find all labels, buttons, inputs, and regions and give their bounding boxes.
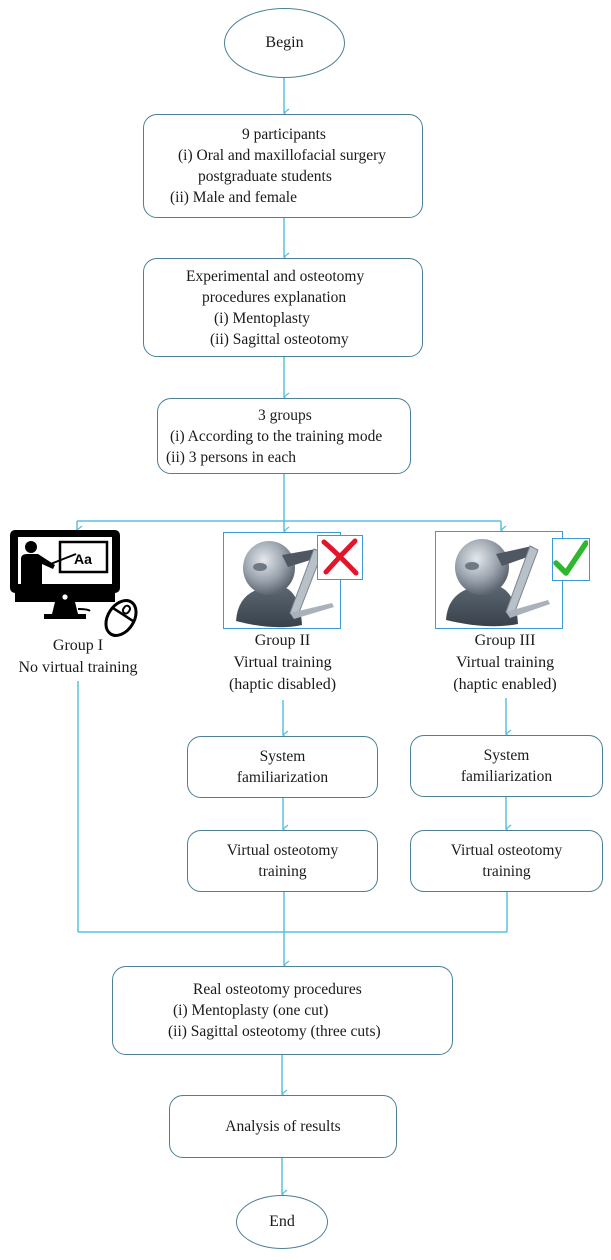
real-title: Real osteotomy procedures xyxy=(193,981,362,998)
participants-item-2: (ii) Male and female xyxy=(170,189,297,206)
monitor-text: Aa xyxy=(74,551,92,567)
group2-step2-line1: Virtual osteotomy xyxy=(226,842,339,859)
group3-familiarization-node: System familiarization xyxy=(410,735,603,797)
participants-item-1: (i) Oral and maxillofacial surgery xyxy=(178,147,387,164)
participants-title: 9 participants xyxy=(242,126,326,143)
end-label: End xyxy=(269,1213,295,1230)
begin-node: Begin xyxy=(224,8,345,78)
group3-virtual-training-node: Virtual osteotomy training xyxy=(410,830,603,892)
participants-item-1-cont: postgraduate students xyxy=(198,168,332,185)
group3-step2-line2: training xyxy=(482,863,531,880)
real-item-2: (ii) Sagittal osteotomy (three cuts) xyxy=(168,1023,381,1040)
group3-device-image xyxy=(435,531,563,629)
end-node: End xyxy=(236,1195,328,1249)
begin-label: Begin xyxy=(265,34,304,51)
group3-mode: (haptic enabled) xyxy=(453,676,557,693)
explanation-item-1: (i) Mentoplasty xyxy=(214,309,310,327)
group3-step1-line1: System xyxy=(483,747,530,764)
real-item-1: (i) Mentoplasty (one cut) xyxy=(173,1002,329,1019)
group1-desc: No virtual training xyxy=(18,659,138,676)
group3-desc: Virtual training xyxy=(455,654,555,671)
group2-name: Group II xyxy=(254,632,311,649)
groups-node: 3 groups (i) According to the training m… xyxy=(157,398,411,474)
groups-item-1: (i) According to the training mode xyxy=(170,427,383,445)
computer-teacher-icon: Aa xyxy=(10,530,138,637)
group3-badge xyxy=(552,538,590,581)
participants-node: 9 participants (i) Oral and maxillofacia… xyxy=(143,114,423,218)
groups-item-2: (ii) 3 persons in each xyxy=(166,448,296,466)
group3-step1-line2: familiarization xyxy=(460,768,553,785)
real-osteotomy-node: Real osteotomy procedures (i) Mentoplast… xyxy=(112,966,453,1055)
haptic-device-icon xyxy=(446,539,550,627)
explanation-node: Experimental and osteotomy procedures ex… xyxy=(143,258,423,357)
group3-step2-line1: Virtual osteotomy xyxy=(450,842,563,859)
group2-step2-line2: training xyxy=(258,863,307,880)
group2-step1-line1: System xyxy=(259,748,306,765)
group1-label: Group I No virtual training xyxy=(0,635,156,679)
group2-virtual-training-node: Virtual osteotomy training xyxy=(187,830,378,892)
group2-label: Group II Virtual training (haptic disabl… xyxy=(200,630,365,696)
explanation-item-2: (ii) Sagittal osteotomy xyxy=(210,330,349,348)
explanation-title-2: procedures explanation xyxy=(202,288,347,306)
group3-name: Group III xyxy=(474,632,536,649)
group2-familiarization-node: System familiarization xyxy=(187,736,378,798)
group2-badge xyxy=(317,535,363,580)
check-icon xyxy=(553,540,589,576)
analysis-label: Analysis of results xyxy=(225,1118,341,1135)
explanation-title-1: Experimental and osteotomy xyxy=(186,267,365,285)
group2-desc: Virtual training xyxy=(233,654,332,671)
cross-icon xyxy=(321,538,359,576)
group3-label: Group III Virtual training (haptic enabl… xyxy=(420,630,590,696)
group2-step1-line2: familiarization xyxy=(236,769,329,786)
groups-title: 3 groups xyxy=(258,406,312,424)
haptic-device-icon xyxy=(236,541,334,628)
analysis-node: Analysis of results xyxy=(169,1095,397,1158)
group2-mode: (haptic disabled) xyxy=(228,676,337,693)
group1-name: Group I xyxy=(52,637,104,654)
